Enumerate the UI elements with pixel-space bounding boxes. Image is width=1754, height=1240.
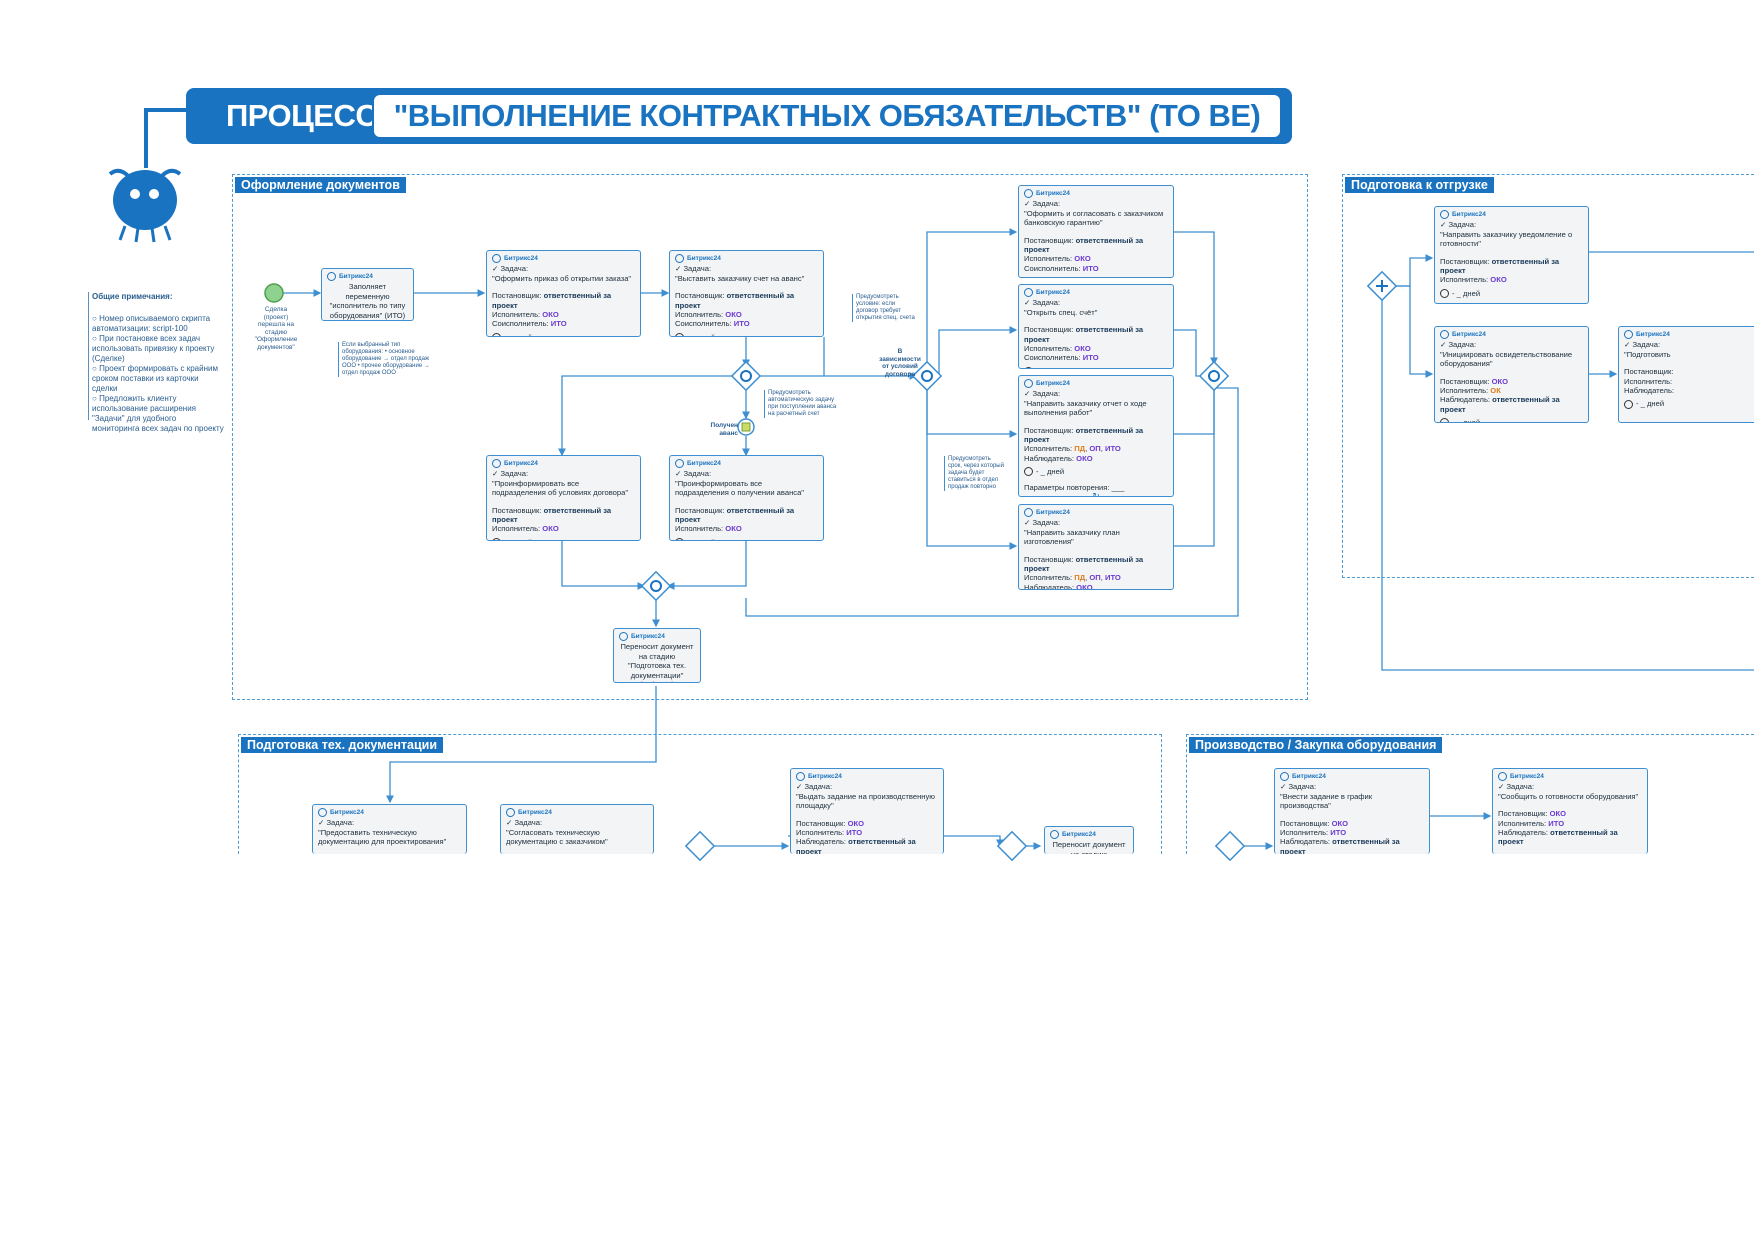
task-text: "Сообщить о готовности оборудования" (1498, 791, 1639, 801)
task-text: "Направить заказчику отчет о ходе выполн… (1024, 398, 1147, 418)
repeat-icon: ↻ (1092, 491, 1100, 497)
task-prepare[interactable]: Битрикс24 ✓ Задача: "Подготовить Постано… (1618, 326, 1754, 423)
annotation-equipment: Если выбранный тип оборудования: • основ… (338, 342, 430, 377)
task-text: "Направить заказчику уведомление о готов… (1440, 229, 1573, 249)
clock-icon (1624, 399, 1633, 409)
repeat-params: Параметры повторения: ___ (1024, 482, 1125, 492)
task-notify-ready[interactable]: Битрикс24 ✓ Задача: "Направить заказчику… (1434, 206, 1589, 304)
task-text: Переносит документ на стадию "Подготовка… (620, 642, 694, 682)
task-survey[interactable]: Битрикс24 ✓ Задача: "Инициировать освиде… (1434, 326, 1589, 423)
bitrix-icon (1024, 379, 1033, 389)
note-item: ○ При постановке всех задач использовать… (92, 334, 215, 363)
bitrix-icon (1024, 288, 1033, 298)
mascot-logo (108, 108, 190, 243)
bitrix-icon (1024, 189, 1033, 199)
task-text: "Выдать задание на производственную площ… (796, 791, 935, 811)
annotation-advance: Предусмотреть автоматическую задачу при … (764, 390, 840, 418)
task-text: "Оформить и согласовать с заказчиком бан… (1024, 208, 1164, 228)
task-text: "Направить заказчику план изготовления" (1024, 527, 1120, 547)
lane-techdocs: Подготовка тех. документации (238, 734, 1162, 854)
lane-docs: Оформление документов (232, 174, 1308, 700)
lane-shipping: Подготовка к отгрузке (1342, 174, 1754, 578)
task-text: "Открыть спец. счёт" (1024, 307, 1098, 317)
general-notes: Общие примечания: ○ Номер описываемого с… (88, 292, 224, 433)
annotation-repeat: Предусмотреть срок, через который задача… (944, 456, 1006, 491)
page-title: "ВЫПОЛНЕНИЕ КОНТРАКТНЫХ ОБЯЗАТЕЛЬСТВ" (T… (372, 93, 1282, 139)
clock-icon (1024, 277, 1033, 278)
note-item: ○ Предложить клиенту использование расши… (92, 394, 224, 433)
task-text: "Выставить заказчику счет на аванс" (675, 273, 805, 283)
task-inform-advance[interactable]: Битрикс24 ✓ Задача: "Проинформировать вс… (669, 455, 824, 541)
task-invoice[interactable]: Битрикс24 ✓ Задача: "Выставить заказчику… (669, 250, 824, 337)
lane-title: Подготовка к отгрузке (1345, 177, 1494, 193)
task-order[interactable]: Битрикс24 ✓ Задача: "Оформить приказ об … (486, 250, 641, 337)
task-text: "Подготовить (1624, 349, 1671, 359)
task-text: "Проинформировать все подразделения об у… (492, 478, 629, 498)
task-report[interactable]: Битрикс24 ✓ Задача: "Направить заказчику… (1018, 375, 1174, 497)
advance-event-label: Получен аванс (710, 422, 738, 437)
bitrix-icon (492, 459, 501, 469)
bitrix-icon (619, 632, 628, 642)
task-move-production[interactable]: Битрикс24 Переносит документ на стадию "… (1044, 826, 1134, 854)
clock-icon (675, 333, 684, 336)
task-text: Заполняет переменную "исполнитель по тип… (329, 282, 406, 320)
lane-production: Производство / Закупка оборудования (1186, 734, 1754, 854)
task-fill-variable[interactable]: Битрикс24 Заполняет переменную "исполнит… (321, 268, 414, 321)
task-text: "Предоставить техническую документацию д… (318, 827, 447, 847)
branch-label: В зависимости от условий договора (879, 348, 921, 378)
task-report-ready[interactable]: Битрикс24 ✓ Задача: "Сообщить о готовнос… (1492, 768, 1648, 854)
bitrix-icon (1280, 772, 1289, 782)
clock-icon (492, 538, 501, 540)
lane-title: Оформление документов (235, 177, 406, 193)
brand-label: Битрикс24 (327, 272, 408, 282)
lane-title: Производство / Закупка оборудования (1189, 737, 1443, 753)
bitrix-icon (1440, 330, 1449, 340)
lane-title: Подготовка тех. документации (241, 737, 444, 753)
bitrix-icon (1624, 330, 1633, 340)
bitrix-icon (1024, 508, 1033, 518)
task-production-site[interactable]: Битрикс24 ✓ Задача: "Выдать задание на п… (790, 768, 944, 854)
notes-title: Общие примечания: (92, 292, 173, 301)
task-schedule[interactable]: Битрикс24 ✓ Задача: "Внести задание в гр… (1274, 768, 1430, 854)
process-label: ПРОЦЕСС (226, 98, 378, 133)
bitrix-icon (327, 272, 336, 282)
annotation-special-account: Предусмотреть условие: если договор треб… (852, 294, 918, 322)
task-inform-contract[interactable]: Битрикс24 ✓ Задача: "Проинформировать вс… (486, 455, 641, 541)
bitrix-icon (675, 459, 684, 469)
start-event-label: Сделка (проект) перешла на стадию "Оформ… (254, 306, 298, 351)
bitrix-icon (796, 772, 805, 782)
note-item: ○ Проект формировать с крайним сроком по… (92, 364, 218, 393)
task-text: "Проинформировать все подразделения о по… (675, 478, 804, 498)
task-text: "Инициировать освидетельствование оборуд… (1440, 349, 1573, 369)
clock-icon (675, 538, 684, 540)
task-text: Переносит документ на стадию "Производст… (1052, 840, 1126, 854)
clock-icon (1024, 467, 1033, 477)
bitrix-icon (492, 254, 501, 264)
note-item: ○ Номер описываемого скрипта автоматизац… (92, 314, 211, 333)
task-text: "Согласовать техническую документацию с … (506, 827, 608, 847)
bitrix-icon (506, 808, 515, 818)
bitrix-icon (1440, 210, 1449, 220)
bitrix-icon (675, 254, 684, 264)
task-text: "Оформить приказ об открытии заказа" (492, 273, 632, 283)
task-move-stage[interactable]: Битрикс24 Переносит документ на стадию "… (613, 628, 701, 683)
task-techdoc-provide[interactable]: Битрикс24 ✓ Задача: "Предоставить технич… (312, 804, 467, 854)
task-techdoc-agree[interactable]: Битрикс24 ✓ Задача: "Согласовать техниче… (500, 804, 654, 854)
clock-icon (1024, 367, 1033, 368)
task-text: "Внести задание в график производства" (1280, 791, 1373, 811)
clock-icon (1440, 289, 1449, 299)
task-special-account[interactable]: Битрикс24 ✓ Задача: "Открыть спец. счёт"… (1018, 284, 1174, 369)
clock-icon (1440, 418, 1449, 422)
task-guarantee[interactable]: Битрикс24 ✓ Задача: "Оформить и согласов… (1018, 185, 1174, 278)
bitrix-icon (1050, 830, 1059, 840)
clock-icon (492, 333, 501, 336)
bitrix-icon (1498, 772, 1507, 782)
task-plan[interactable]: Битрикс24 ✓ Задача: "Направить заказчику… (1018, 504, 1174, 590)
bitrix-icon (318, 808, 327, 818)
